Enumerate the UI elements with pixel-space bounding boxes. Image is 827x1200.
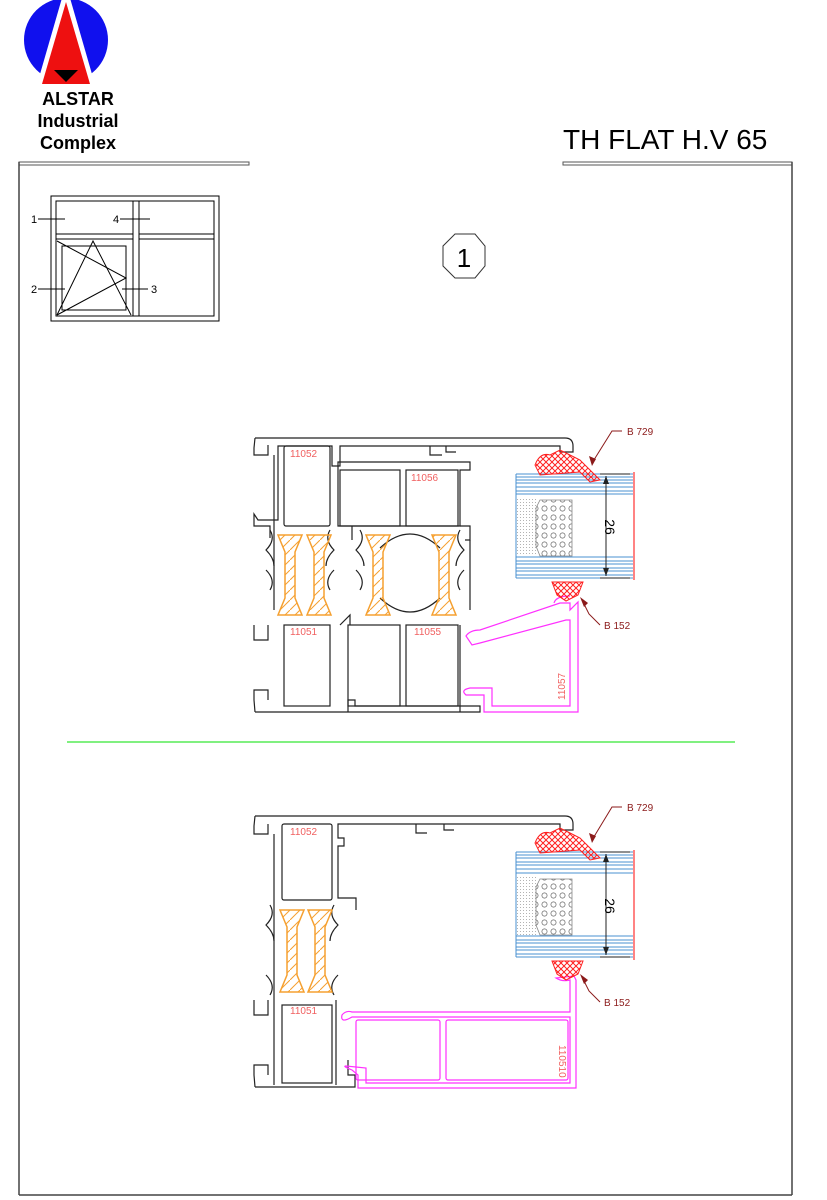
gasket-b729-top: [534, 449, 602, 483]
key-plan-label-1: 1: [31, 214, 37, 226]
gasket-label-b729-top: B 729: [627, 427, 654, 438]
company-name-line1: ALSTAR: [42, 89, 114, 109]
spacer-desiccant: [535, 499, 573, 557]
section-marker-number: 1: [457, 243, 471, 273]
logo-arrow: [42, 2, 90, 84]
company-name-line2: Industrial: [37, 111, 119, 131]
gasket-label-b729-bottom: B 729: [627, 803, 654, 814]
frame-profile-bottom: [253, 815, 574, 1088]
profile-code-11057: 11057: [557, 672, 568, 700]
profile-code-11055: 11055: [414, 627, 442, 638]
gasket-b152-top: [551, 581, 584, 602]
spacer-desiccant-bottom: [535, 878, 573, 936]
company-name: ALSTAR Industrial Complex: [18, 88, 138, 154]
thermal-break-strips-top: [276, 534, 458, 616]
glass-thickness-dimension: 26: [602, 519, 618, 535]
profile-code-11052-bottom: 11052: [290, 827, 318, 838]
profile-code-11051-top: 11051: [290, 627, 318, 638]
company-name-line3: Complex: [39, 133, 117, 153]
profile-code-110510: 110510: [556, 1045, 567, 1078]
profile-code-11056: 11056: [411, 473, 439, 484]
section-marker: 1: [442, 233, 486, 279]
gasket-b152-bottom: [551, 960, 584, 981]
gasket-label-b152-top: B 152: [604, 621, 631, 632]
profile-code-11052-top: 11052: [290, 449, 318, 460]
sealant-bottom: [517, 877, 537, 935]
company-logo: [24, 0, 108, 88]
glass-unit-top: 26: [515, 472, 635, 580]
key-plan: [38, 195, 220, 322]
thermal-break-strips-bottom: [278, 909, 334, 993]
logo-arrow-tip: [54, 70, 78, 82]
key-plan-label-3: 3: [151, 284, 157, 296]
gasket-b729-bottom: [534, 827, 602, 861]
sealant: [517, 498, 537, 556]
profile-code-11051-bottom: 11051: [290, 1006, 318, 1017]
section-top: 26 B 729 B 152 11052 11056 11051 11055 1…: [253, 427, 654, 713]
section-bottom: 26 B 729 B 152 11052 11051 110510: [253, 803, 654, 1089]
key-plan-label-4: 4: [113, 214, 119, 226]
sheet-frame: [18, 161, 793, 1196]
glass-thickness-dimension-bottom: 26: [602, 898, 618, 914]
frame-profile-top: [253, 437, 574, 713]
glazing-bead-110510: [341, 975, 577, 1089]
drawing-title: TH FLAT H.V 65: [563, 124, 768, 155]
gasket-label-b152-bottom: B 152: [604, 998, 631, 1009]
key-plan-label-2: 2: [31, 284, 37, 296]
glass-unit-bottom: 26: [515, 850, 635, 960]
